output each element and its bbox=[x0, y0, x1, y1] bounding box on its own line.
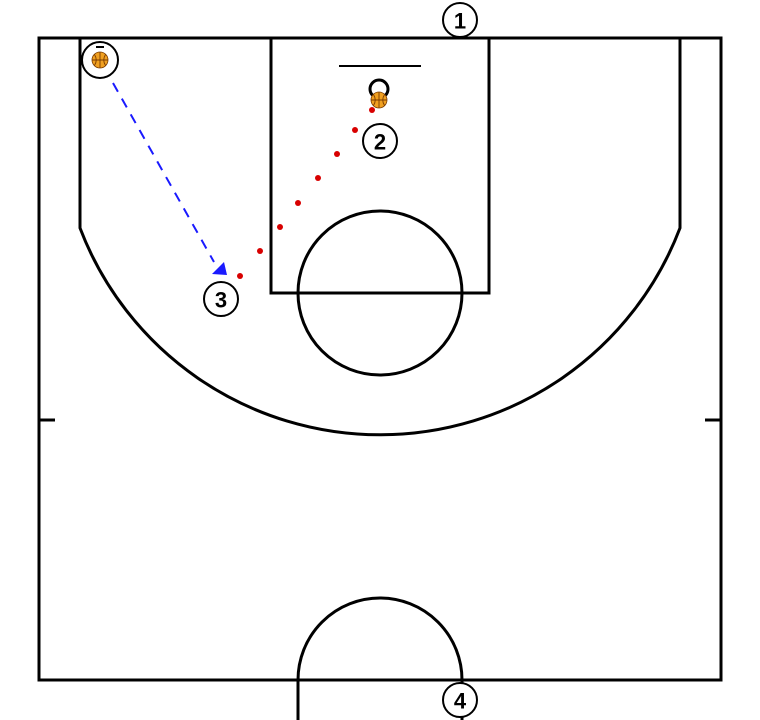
player-4-label: 4 bbox=[454, 689, 467, 714]
basketball-icon bbox=[91, 51, 109, 69]
dribble-path bbox=[237, 107, 375, 279]
center-circle bbox=[296, 596, 464, 720]
player-1-label: 1 bbox=[454, 9, 466, 34]
basketball-icon bbox=[370, 91, 388, 109]
player-1: 1 bbox=[442, 2, 478, 38]
three-point-line bbox=[78, 38, 682, 437]
player-4: 4 bbox=[442, 682, 478, 718]
corner-player bbox=[81, 41, 119, 79]
player-3: 3 bbox=[203, 281, 239, 317]
pass-arrowhead bbox=[212, 262, 227, 275]
player-3-label: 3 bbox=[215, 288, 227, 313]
player-2-label: 2 bbox=[374, 130, 386, 155]
free-throw-lane bbox=[269, 36, 491, 295]
player-2: 2 bbox=[362, 123, 398, 159]
pass-line bbox=[112, 82, 215, 263]
free-throw-circle bbox=[296, 209, 464, 377]
